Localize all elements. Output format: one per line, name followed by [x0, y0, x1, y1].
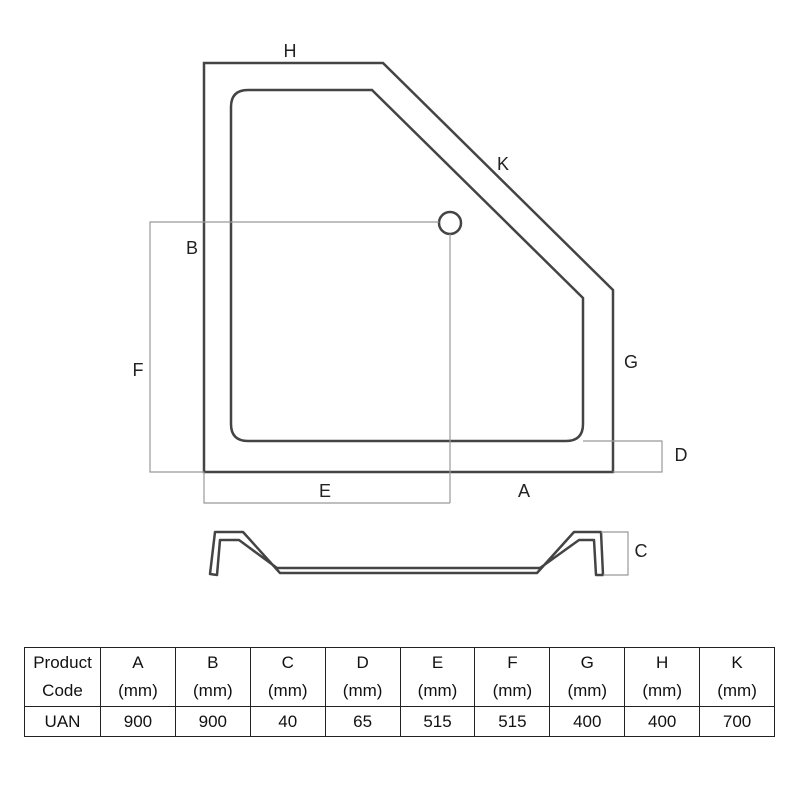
- label-k: K: [497, 154, 509, 174]
- header-product-label: Product: [33, 653, 92, 672]
- header-c: C (mm): [249, 647, 326, 707]
- cell-a: 900: [100, 706, 176, 737]
- header-name: F: [507, 653, 518, 672]
- header-unit: (mm): [642, 681, 682, 700]
- dimensions-table: Product Code A (mm) B (mm) C (mm) D (mm) E (m…: [24, 647, 776, 737]
- header-product-code: Product Code: [24, 647, 101, 707]
- dimension-d-line: [583, 440, 663, 473]
- header-name: G: [580, 653, 594, 672]
- label-b: B: [186, 238, 198, 258]
- label-c: C: [635, 541, 648, 561]
- header-unit: (mm): [342, 681, 383, 700]
- cell-product-code: UAN: [24, 706, 101, 737]
- label-h: H: [284, 41, 297, 61]
- header-unit: (mm): [267, 681, 308, 700]
- header-unit: (mm): [417, 681, 458, 700]
- label-e: E: [319, 481, 331, 501]
- header-unit: (mm): [118, 681, 158, 700]
- header-a: A (mm): [100, 647, 176, 707]
- header-name: E: [431, 653, 444, 672]
- header-unit: (mm): [492, 681, 533, 700]
- dimension-f-line: [149, 221, 204, 473]
- header-unit: (mm): [567, 681, 608, 700]
- cell-d: 65: [324, 706, 401, 737]
- header-name: K: [731, 653, 743, 672]
- header-f: F (mm): [474, 647, 551, 707]
- header-g: G (mm): [549, 647, 626, 707]
- label-f: F: [133, 360, 144, 380]
- shower-tray-diagram: H K B F G D E A C: [133, 41, 688, 577]
- header-unit: (mm): [717, 681, 757, 700]
- cell-f: 515: [474, 706, 551, 737]
- tray-outer-outline: [202, 61, 615, 474]
- cell-g: 400: [549, 706, 626, 737]
- cell-e: 515: [399, 706, 476, 737]
- cell-b: 900: [174, 706, 251, 737]
- header-k: K (mm): [699, 647, 776, 707]
- label-d: D: [675, 445, 688, 465]
- table-row: UAN 900 900 40 65 515 515 400 400 700: [24, 706, 776, 737]
- waste-outlet: [437, 210, 463, 236]
- dimension-c-line: [601, 531, 629, 576]
- cell-k: 700: [699, 706, 776, 737]
- dimension-e-line: [203, 472, 450, 504]
- header-e: E (mm): [399, 647, 476, 707]
- cell-c: 40: [249, 706, 326, 737]
- header-d: D (mm): [324, 647, 401, 707]
- header-name: C: [281, 653, 294, 672]
- header-b: B (mm): [174, 647, 251, 707]
- header-name: D: [356, 653, 369, 672]
- header-name: H: [656, 653, 669, 672]
- header-unit: (mm): [193, 681, 233, 700]
- tray-inner-basin: [229, 88, 585, 443]
- header-code-label: Code: [42, 681, 83, 700]
- header-h: H (mm): [624, 647, 701, 707]
- label-g: G: [624, 352, 638, 372]
- tray-side-profile: [208, 530, 605, 577]
- header-name: A: [132, 653, 144, 672]
- table-header-row: Product Code A (mm) B (mm) C (mm) D (mm) E (m…: [24, 647, 776, 707]
- label-a: A: [518, 481, 530, 501]
- header-name: B: [207, 653, 219, 672]
- cell-h: 400: [624, 706, 701, 737]
